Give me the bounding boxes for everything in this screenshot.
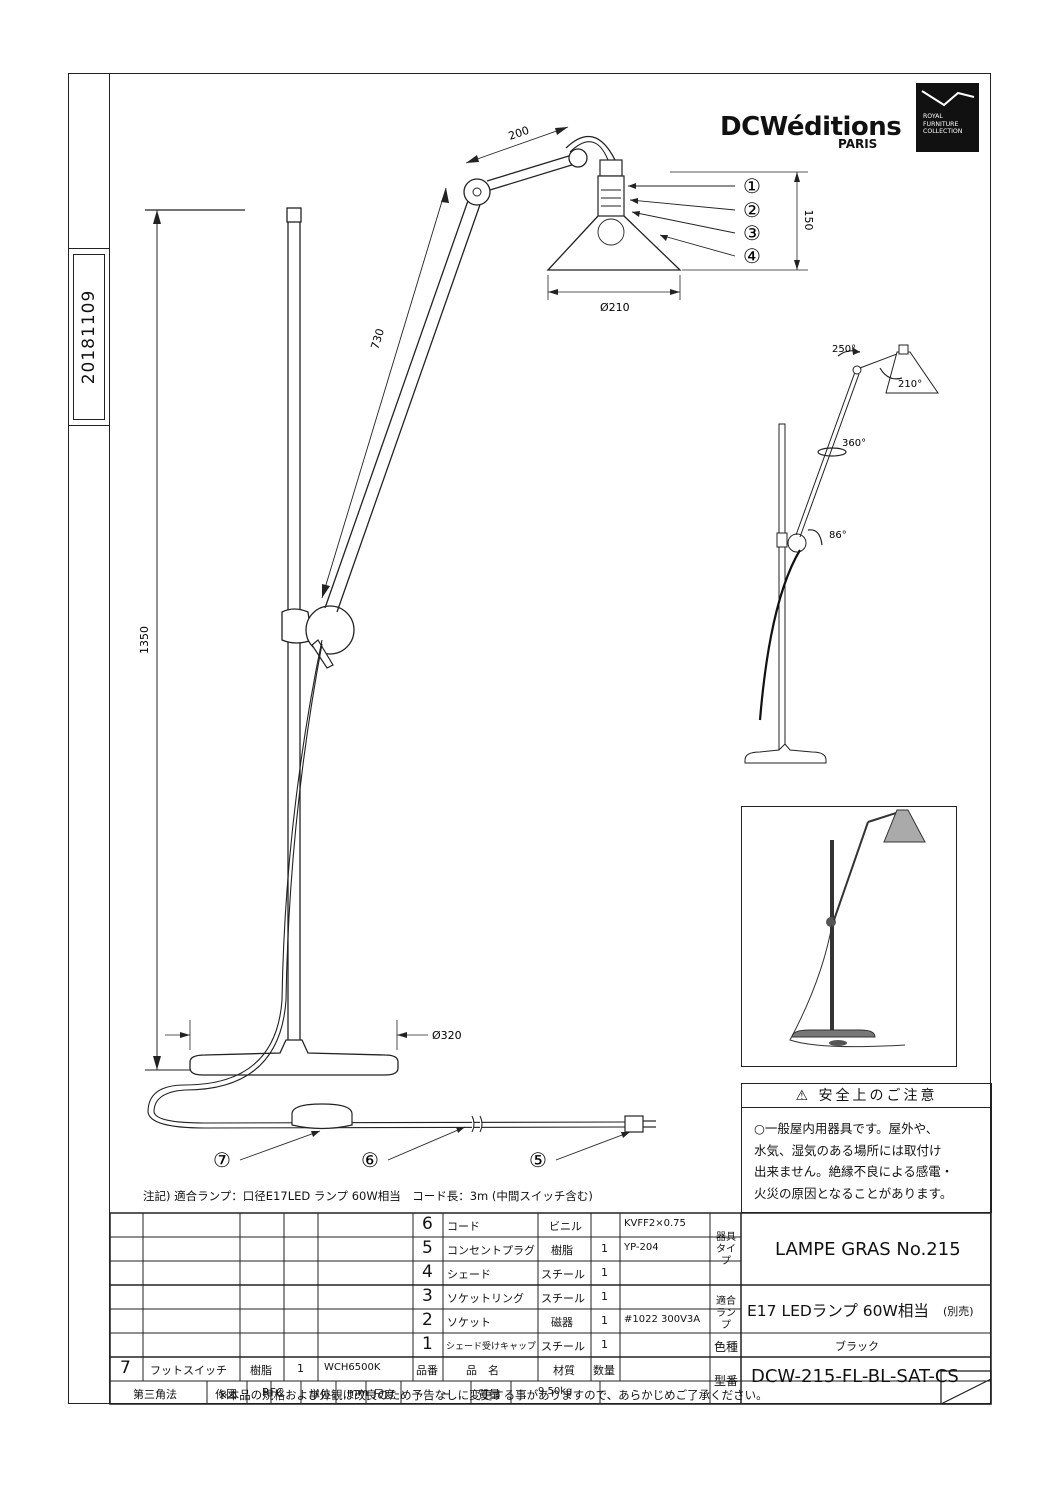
part-no: 4 (422, 1262, 433, 1282)
type-label: 器具タイプ (716, 1232, 736, 1267)
callout-6: ⑥ (361, 1148, 379, 1172)
safety-line: ○一般屋内用器具です。屋外や、 (754, 1121, 939, 1136)
part-name: ソケットリング (447, 1292, 524, 1305)
lamp-label: 適合ランプ (716, 1296, 736, 1331)
scale-value: ー (440, 1388, 451, 1401)
dim-shade-diameter: Ø210 (600, 301, 630, 314)
angle-250: 250° (832, 344, 856, 355)
angle-360: 360° (842, 438, 866, 449)
callout-1: ① (743, 174, 761, 198)
dim-height: 1350 (138, 626, 151, 654)
part-no: 1 (422, 1334, 433, 1354)
part-spec: YP-204 (624, 1242, 659, 1253)
part-material: 磁器 (551, 1316, 573, 1329)
date-box-inner (73, 254, 105, 420)
header-qty: 数量 (593, 1364, 615, 1377)
part-spec: #1022 300V3A (624, 1314, 701, 1325)
part-qty: 1 (601, 1266, 608, 1279)
dim-arm-upper: 200 (507, 124, 531, 143)
date-box (68, 248, 110, 426)
part-qty: 1 (601, 1290, 608, 1303)
angle-210: 210° (898, 379, 922, 390)
part-material: ビニル (549, 1220, 582, 1233)
drawn-by: RFC (262, 1386, 284, 1399)
dim-shade-height: 150 (802, 210, 815, 231)
safety-title-text: 安全上のご注意 (818, 1088, 938, 1104)
scale-label: 尺度 (373, 1388, 395, 1401)
part-name: コンセントプラグ (447, 1244, 535, 1257)
part-material: スチール (541, 1340, 585, 1353)
badge-line-1: ROYAL (923, 113, 943, 120)
brand-logo: DCWéditions (720, 112, 902, 142)
part-no: 3 (422, 1286, 433, 1306)
bottom-disclaimer: ※本品の規格および外観は改良のため予告なしに変更する事がありますので、あらかじめ… (218, 1388, 768, 1402)
left-margin-strip (68, 73, 110, 1404)
part7-qty: 1 (297, 1362, 304, 1375)
drawn-label: 作図 (215, 1388, 237, 1401)
safety-line: 出来ません。絶縁不良による感電・ (754, 1164, 954, 1179)
safety-line: 火災の原因となることがあります。 (754, 1185, 953, 1201)
brand-logo-sub: PARIS (838, 137, 878, 151)
part-no: 2 (422, 1310, 433, 1330)
part7-no: 7 (120, 1358, 131, 1378)
projection: 第三角法 (133, 1388, 177, 1401)
color-label: 色種 (714, 1340, 739, 1354)
part-spec: KVFF2×0.75 (624, 1218, 686, 1229)
part7-material: 樹脂 (250, 1364, 272, 1377)
part-qty: 1 (601, 1338, 608, 1351)
callout-3: ③ (743, 221, 761, 245)
part7-spec: WCH6500K (324, 1362, 381, 1373)
product-photo (741, 806, 957, 1067)
header-material: 材質 (553, 1364, 575, 1377)
callout-2: ② (743, 198, 761, 222)
angle-86: 86° (829, 530, 847, 541)
part-qty: 1 (601, 1314, 608, 1327)
part7-name: フットスイッチ (150, 1364, 227, 1377)
badge-mark-icon (921, 90, 975, 107)
dim-base: Ø320 (432, 1029, 462, 1042)
part-qty: 1 (601, 1242, 608, 1255)
callout-4: ④ (743, 244, 761, 268)
mass-label: 質量 (478, 1388, 500, 1401)
part-material: 樹脂 (551, 1244, 573, 1257)
spec-note: 注記) 適合ランプ：口径E17LED ランプ 60W相当 コード長：3m (中間… (143, 1189, 593, 1203)
header-name: 品 名 (466, 1364, 499, 1377)
safety-title: ⚠ 安全上のご注意 (742, 1084, 991, 1108)
callout-5: ⑤ (529, 1148, 547, 1172)
part-no: 6 (422, 1214, 433, 1234)
badge-line-2: FURNITURE (923, 120, 959, 128)
part-name: コード (447, 1220, 480, 1233)
model-value: DCW-215-FL-BL-SAT-CS (751, 1366, 959, 1387)
part-material: スチール (541, 1292, 585, 1305)
safety-notice: ⚠ 安全上のご注意 ○一般屋内用器具です。屋外や、 水気、湿気のある場所には取付… (741, 1083, 992, 1213)
lamp-suffix: (別売) (943, 1305, 974, 1318)
badge-line-3: COLLECTION (923, 128, 963, 135)
part-material: スチール (541, 1268, 585, 1281)
model-label: 型番 (714, 1374, 739, 1388)
color-value: ブラック (835, 1340, 879, 1353)
mass-value: 9.50kg (538, 1386, 573, 1397)
unit-value: mm (347, 1386, 369, 1399)
header-no: 品番 (416, 1364, 438, 1377)
part-name: シェード受けキャップ (446, 1342, 537, 1352)
part-name: シェード (447, 1268, 491, 1281)
part-name: ソケット (447, 1316, 491, 1329)
type-value: LAMPE GRAS No.215 (775, 1239, 961, 1260)
callout-7: ⑦ (213, 1148, 231, 1172)
royal-furniture-badge: ROYAL FURNITURE COLLECTION (916, 83, 979, 152)
lamp-value: E17 LEDランプ 60W相当 (747, 1302, 929, 1320)
unit-label: 単位 (309, 1388, 331, 1401)
warning-icon: ⚠ (795, 1088, 812, 1104)
safety-line: 水気、湿気のある場所には取付け (754, 1142, 942, 1158)
part-no: 5 (422, 1238, 433, 1258)
dim-arm-lower: 730 (368, 327, 387, 351)
